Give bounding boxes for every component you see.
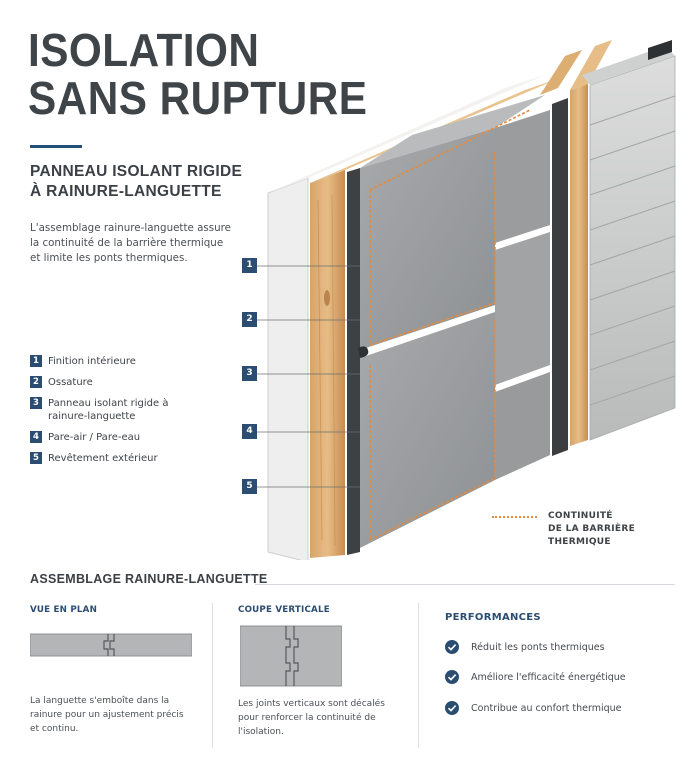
furring-strip	[540, 40, 612, 456]
continuity-label-line-1: CONTINUITÉ	[548, 511, 613, 521]
performance-item: Améliore l'efficacité énergétique	[445, 670, 626, 684]
legend-label: Pare-air / Pare-eau	[48, 432, 141, 443]
insulation-panels	[358, 95, 550, 548]
legend-item: 2 Ossature	[30, 376, 198, 389]
continuity-label: CONTINUITÉ DE LA BARRIÈRE THERMIQUE	[548, 510, 699, 549]
legend-number: 3	[30, 397, 42, 409]
wall-assembly-illustration	[257, 40, 676, 560]
section-divider	[255, 584, 675, 585]
legend-label: Revêtement extérieur	[48, 453, 158, 464]
callout-leaders	[257, 265, 360, 488]
performance-label: Réduit les ponts thermiques	[471, 641, 605, 653]
legend-number: 5	[30, 452, 42, 464]
check-icon	[445, 701, 459, 715]
air-barrier	[347, 168, 360, 555]
legend-item: 4 Pare-air / Pare-eau	[30, 431, 198, 444]
vertical-section-description: Les joints verticaux sont décalés pour r…	[238, 699, 385, 737]
column-separator	[418, 603, 419, 748]
plan-view-title: VUE EN PLAN	[30, 605, 98, 615]
title-accent-bar	[30, 145, 82, 148]
performance-item: Réduit les ponts thermiques	[445, 640, 605, 654]
exterior-siding	[582, 40, 676, 441]
title-line-1: ISOLATION	[28, 24, 260, 76]
legend-number: 1	[30, 355, 42, 367]
legend-label: Finition intérieure	[48, 356, 136, 367]
legend-number: 4	[30, 431, 42, 443]
callout-5: 5	[242, 479, 257, 494]
callout-1: 1	[242, 258, 257, 273]
legend-label: Panneau isolant rigide à rainure-languet…	[48, 398, 169, 422]
performance-label: Améliore l'efficacité énergétique	[471, 671, 626, 683]
callout-2: 2	[242, 312, 257, 327]
continuity-legend-line	[492, 516, 537, 518]
subtitle-line-2: À RAINURE-LANGUETTE	[30, 183, 222, 200]
callout-4: 4	[242, 424, 257, 439]
legend-item: 1 Finition intérieure	[30, 355, 198, 368]
callout-3: 3	[242, 366, 257, 381]
performance-item: Contribue au confort thermique	[445, 701, 622, 715]
plan-view-diagram	[30, 633, 192, 657]
plan-view-description: La languette s'emboîte dans la rainure p…	[30, 696, 184, 734]
performances-title: PERFORMANCES	[445, 612, 541, 623]
vertical-section-diagram	[240, 625, 342, 687]
column-separator	[212, 603, 213, 748]
page-title: ISOLATION SANS RUPTURE	[28, 26, 367, 122]
title-line-2: SANS RUPTURE	[28, 72, 368, 124]
vertical-section-title: COUPE VERTICALE	[238, 605, 330, 615]
legend-label: Ossature	[48, 377, 93, 388]
legend-number: 2	[30, 376, 42, 388]
legend-item: 5 Revêtement extérieur	[30, 452, 198, 465]
subtitle-line-1: PANNEAU ISOLANT RIGIDE	[30, 163, 243, 180]
subtitle: PANNEAU ISOLANT RIGIDE À RAINURE-LANGUET…	[30, 162, 242, 202]
performance-label: Contribue au confort thermique	[471, 702, 622, 714]
continuity-label-line-2: DE LA BARRIÈRE THERMIQUE	[548, 524, 636, 547]
legend: 1 Finition intérieure 2 Ossature 3 Panne…	[30, 355, 198, 473]
thermal-continuity-line	[369, 109, 531, 542]
assembly-title: ASSEMBLAGE RAINURE-LANGUETTE	[30, 572, 268, 586]
intro-text: L'assemblage rainure-languette assure la…	[30, 222, 232, 264]
legend-item: 3 Panneau isolant rigide à rainure-langu…	[30, 397, 198, 423]
check-icon	[445, 640, 459, 654]
check-icon	[445, 670, 459, 684]
